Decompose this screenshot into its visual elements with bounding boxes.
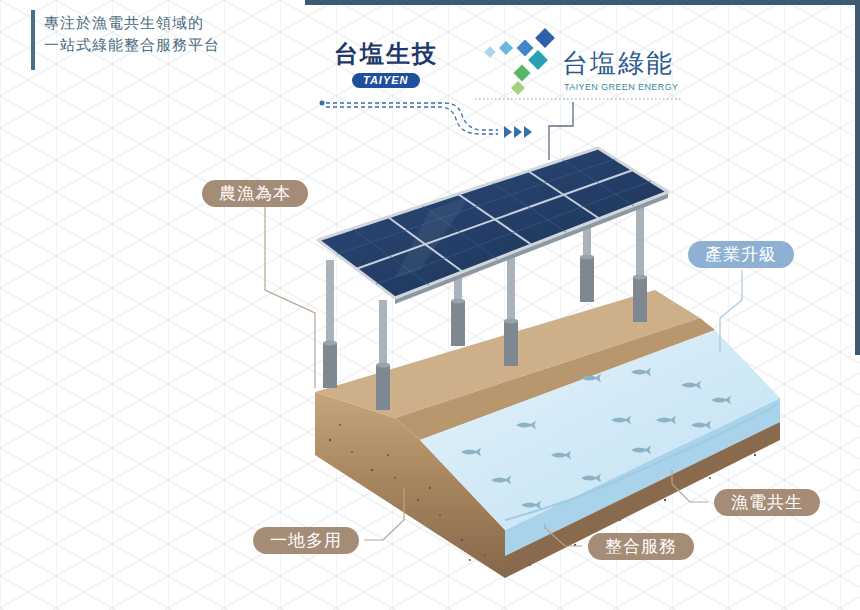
logo-underline: [475, 99, 682, 100]
solar-panel: [318, 148, 668, 298]
node-text: 一地多用: [270, 530, 342, 551]
node-text: 產業升級: [705, 244, 777, 265]
title-bar: [31, 10, 35, 70]
leader-line: [720, 270, 742, 352]
callout-pill: 一地多用: [253, 527, 359, 554]
callout-pill: 整合服務: [588, 533, 694, 560]
leader-line: [545, 524, 582, 546]
node-text: TAIYEN: [363, 74, 409, 87]
panel-cells: [337, 159, 651, 285]
node-text: 整合服務: [605, 536, 677, 557]
brand-subtitle: TAIYEN GREEN ENERGY: [564, 82, 678, 93]
logo-icon: [484, 28, 555, 95]
leader-line: [265, 207, 315, 388]
node-text: 農漁為本: [219, 183, 291, 204]
node-text: 漁電共生: [731, 492, 803, 513]
panel-glare: [395, 196, 470, 278]
callout-pill: 產業升級: [688, 241, 794, 268]
callout-pill: 漁電共生: [714, 489, 820, 516]
page-title: 專注於漁電共生領域的 一站式綠能整合服務平台: [44, 12, 284, 56]
leader-line: [364, 488, 404, 540]
leader-line: [672, 470, 708, 502]
logo-pill: TAIYEN: [352, 73, 420, 88]
logo-leader: [549, 102, 573, 160]
frame-bar: [855, 0, 860, 355]
brand-name: 台塩生技: [334, 40, 438, 68]
brand-name: 台塩綠能: [562, 48, 674, 78]
arrow-head: [524, 126, 532, 138]
fish-group: [461, 368, 731, 510]
arrow-dot: [320, 101, 325, 106]
dashed-arrow: [326, 107, 498, 134]
panel-grid: [356, 170, 633, 272]
arrow-head: [504, 126, 512, 138]
arrow-head: [514, 126, 522, 138]
frame-bar: [305, 0, 860, 5]
callout-pill: 農漁為本: [202, 180, 308, 207]
